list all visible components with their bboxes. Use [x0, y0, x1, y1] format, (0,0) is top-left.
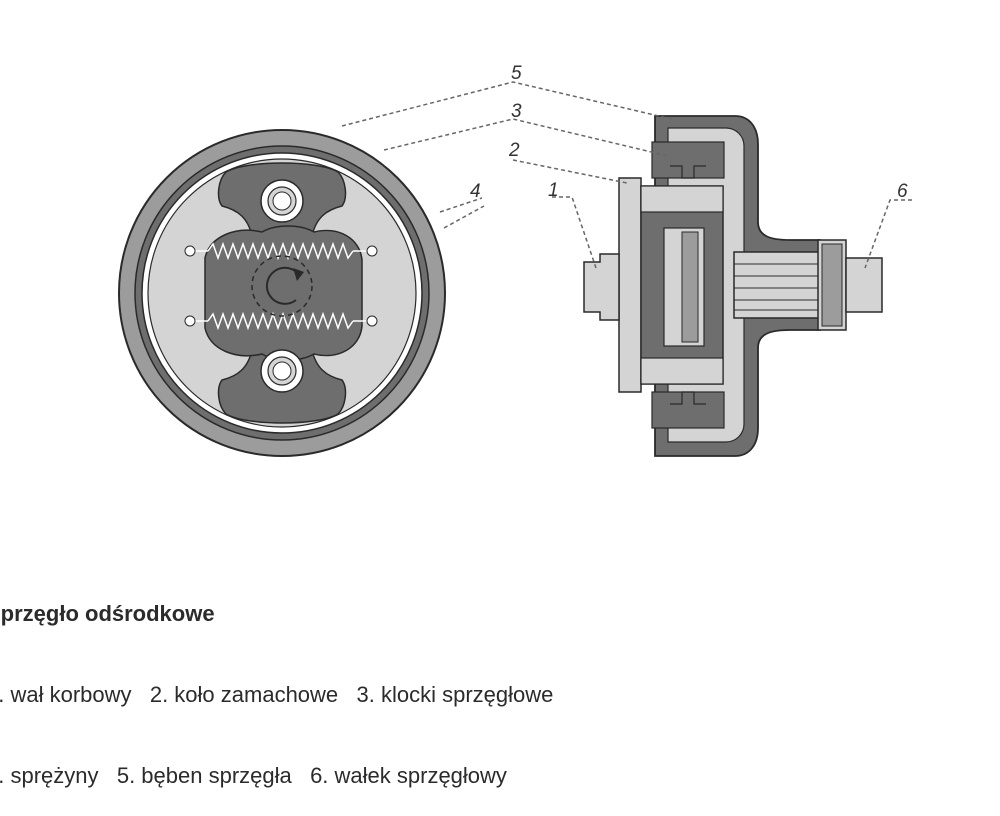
- output-shaft-end: [845, 257, 883, 313]
- pivot-pin-top: [640, 185, 724, 213]
- spring-bottom: [184, 311, 378, 331]
- callout-5: 5: [511, 63, 522, 84]
- leader-4a: [439, 197, 483, 213]
- callout-4: 4: [470, 181, 481, 202]
- leader-3: [383, 118, 669, 157]
- spring-top: [184, 241, 378, 261]
- flywheel-plate: [618, 177, 642, 393]
- leader-1: [552, 196, 597, 269]
- centrifugal-clutch-diagram: 5 3 2 1 4 6: [118, 63, 912, 457]
- caption-legend-line-1: 1. wał korbowy 2. koło zamachowe 3. kloc…: [0, 682, 554, 707]
- rotation-arrow-icon: [251, 255, 313, 317]
- side-view: [583, 115, 883, 457]
- pivot-roller-top: [260, 179, 304, 223]
- crankshaft: [583, 253, 620, 321]
- caption-legend-line-2: 4. sprężyny 5. bęben sprzęgła 6. wałek s…: [0, 763, 507, 788]
- front-view: [118, 129, 446, 457]
- pivot-pin-bottom: [640, 357, 724, 385]
- leader-2: [512, 159, 628, 184]
- pivot-roller-bottom: [260, 349, 304, 393]
- figure-caption: Sprzęgło odśrodkowe 1. wał korbowy 2. ko…: [0, 546, 553, 816]
- leader-5: [341, 81, 677, 127]
- callout-2: 2: [508, 140, 520, 161]
- callout-6: 6: [897, 181, 908, 202]
- leader-4b: [443, 205, 485, 229]
- leader-6: [864, 199, 912, 269]
- shoe-section-top: [651, 141, 725, 179]
- caption-title: Sprzęgło odśrodkowe: [0, 601, 215, 626]
- splined-shaft: [733, 251, 823, 319]
- leader-lines: [341, 81, 912, 269]
- shoe-section-bottom: [651, 391, 725, 429]
- callout-1: 1: [548, 180, 559, 201]
- central-hub: [204, 225, 363, 361]
- callout-3: 3: [511, 101, 522, 122]
